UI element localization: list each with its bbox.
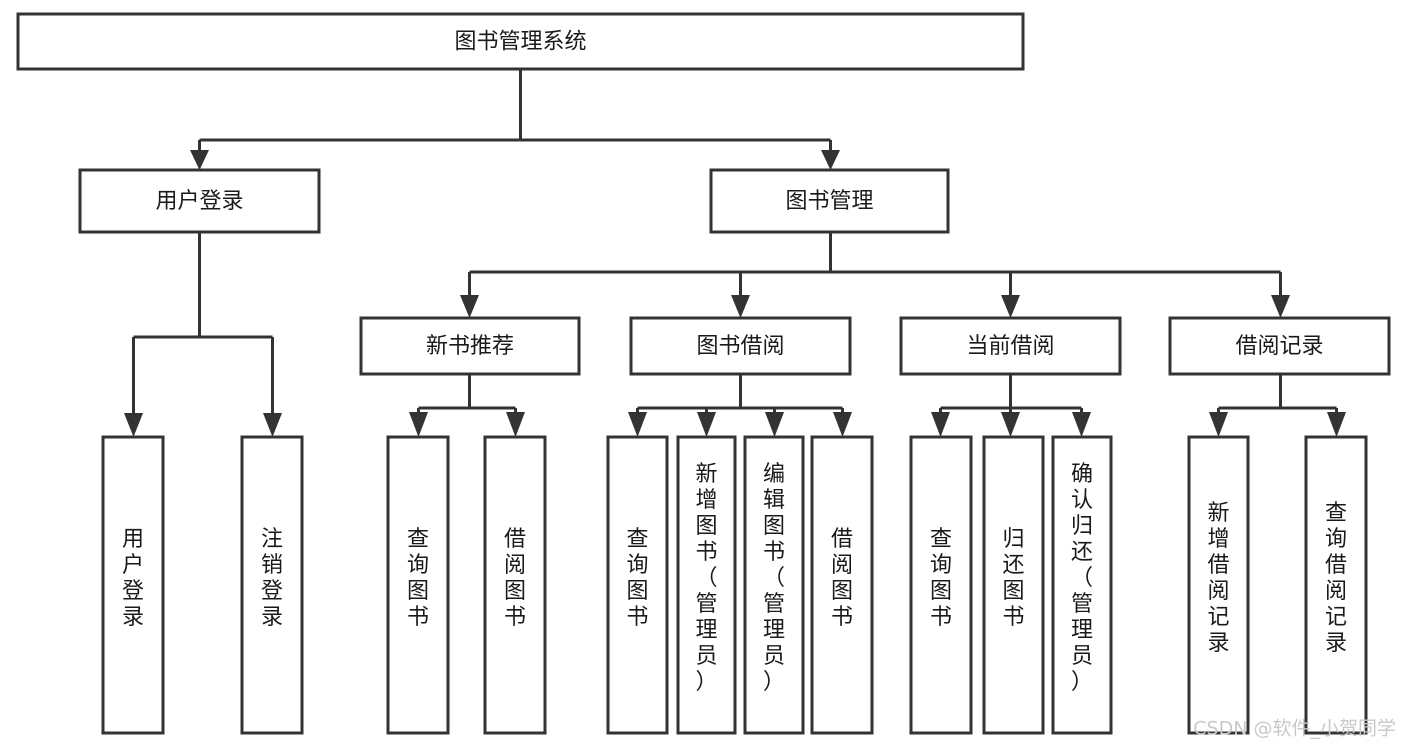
node-box-user-login[interactable]	[78, 168, 321, 234]
node-box-leaf-confirm-return[interactable]	[1051, 435, 1113, 735]
node-label-leaf-return-book: 归还图书	[1002, 527, 1024, 630]
node-box-leaf-logout[interactable]	[240, 435, 304, 735]
arrow-head-record	[1271, 295, 1290, 318]
arrow-head-borrow-book-2	[833, 412, 852, 437]
node-leaf-query-book-1[interactable]: 查询图书	[386, 435, 450, 735]
connector-layer	[124, 69, 1346, 437]
node-leaf-add-book[interactable]: 新增图书（管理员）	[676, 435, 737, 735]
node-leaf-query-book-2[interactable]: 查询图书	[606, 435, 669, 735]
arrow-head-query-book-1	[409, 412, 428, 437]
arrow-head-query-book-3	[931, 412, 950, 437]
node-leaf-add-record[interactable]: 新增借阅记录	[1187, 435, 1250, 735]
node-label-book-manage: 图书管理	[785, 189, 873, 214]
node-book-borrow[interactable]: 图书借阅	[629, 316, 852, 376]
node-label-leaf-query-book-2: 查询图书	[626, 527, 648, 630]
arrow-head-newbook	[460, 295, 479, 318]
node-label-user-login: 用户登录	[155, 189, 243, 214]
node-leaf-query-book-3[interactable]: 查询图书	[909, 435, 973, 735]
arrow-head-leaf-user-login	[124, 413, 143, 437]
node-box-leaf-return-book[interactable]	[982, 435, 1045, 735]
node-box-leaf-borrow-book-1[interactable]	[483, 435, 547, 735]
node-leaf-borrow-book-1[interactable]: 借阅图书	[483, 435, 547, 735]
arrow-head-confirm-return	[1072, 412, 1091, 437]
node-user-login[interactable]: 用户登录	[78, 168, 321, 234]
node-leaf-borrow-book-2[interactable]: 借阅图书	[810, 435, 874, 735]
arrow-head-add-record	[1209, 412, 1228, 437]
arrow-head-borrow-book-1	[506, 412, 525, 437]
node-box-root[interactable]	[16, 12, 1025, 71]
node-label-root: 图书管理系统	[454, 30, 586, 55]
node-label-leaf-logout: 注销登录	[261, 527, 283, 630]
node-borrow-record[interactable]: 借阅记录	[1168, 316, 1391, 376]
node-label-leaf-query-book-3: 查询图书	[930, 527, 952, 630]
arrow-head-current	[1001, 295, 1020, 318]
watermark-label: CSDN @软件_小贺同学	[1193, 718, 1396, 740]
arrow-head-query-record	[1327, 412, 1346, 437]
node-leaf-confirm-return[interactable]: 确认归还（管理员）	[1051, 435, 1113, 735]
node-box-leaf-user-login[interactable]	[101, 435, 165, 735]
arrow-head-book-manage	[821, 150, 840, 170]
node-leaf-return-book[interactable]: 归还图书	[982, 435, 1045, 735]
node-box-leaf-add-record[interactable]	[1187, 435, 1250, 735]
node-label-leaf-borrow-book-2: 借阅图书	[831, 527, 853, 630]
node-box-book-borrow[interactable]	[629, 316, 852, 376]
arrow-head-user-login	[190, 150, 209, 170]
node-box-leaf-edit-book[interactable]	[743, 435, 805, 735]
node-label-leaf-borrow-book-1: 借阅图书	[504, 527, 526, 630]
node-leaf-edit-book[interactable]: 编辑图书（管理员）	[743, 435, 805, 735]
node-box-leaf-borrow-book-2[interactable]	[810, 435, 874, 735]
node-box-leaf-query-book-1[interactable]	[386, 435, 450, 735]
node-label-new-book-rec: 新书推荐	[426, 334, 514, 359]
node-label-leaf-add-record: 新增借阅记录	[1207, 501, 1229, 656]
node-label-leaf-add-book: 新增图书（管理员）	[695, 462, 717, 695]
node-label-current-borrow: 当前借阅	[966, 334, 1054, 359]
node-label-leaf-query-book-1: 查询图书	[407, 527, 429, 630]
node-box-leaf-query-book-2[interactable]	[606, 435, 669, 735]
node-box-borrow-record[interactable]	[1168, 316, 1391, 376]
node-new-book-rec[interactable]: 新书推荐	[359, 316, 581, 376]
node-layer: 图书管理系统用户登录图书管理新书推荐图书借阅当前借阅借阅记录用户登录注销登录查询…	[16, 12, 1391, 735]
node-box-book-manage[interactable]	[709, 168, 950, 234]
node-box-leaf-add-book[interactable]	[676, 435, 737, 735]
node-root[interactable]: 图书管理系统	[16, 12, 1025, 71]
node-label-borrow-record: 借阅记录	[1235, 334, 1323, 359]
node-box-leaf-query-book-3[interactable]	[909, 435, 973, 735]
node-book-manage[interactable]: 图书管理	[709, 168, 950, 234]
node-leaf-query-record[interactable]: 查询借阅记录	[1304, 435, 1368, 735]
node-current-borrow[interactable]: 当前借阅	[899, 316, 1122, 376]
node-label-book-borrow: 图书借阅	[696, 334, 784, 359]
node-box-current-borrow[interactable]	[899, 316, 1122, 376]
node-box-new-book-rec[interactable]	[359, 316, 581, 376]
arrow-head-add-book	[697, 412, 716, 437]
node-box-leaf-query-record[interactable]	[1304, 435, 1368, 735]
arrow-head-return-book	[1001, 412, 1020, 437]
node-label-leaf-user-login: 用户登录	[122, 527, 144, 630]
arrow-head-borrow	[731, 295, 750, 318]
arrow-head-query-book-2	[628, 412, 647, 437]
arrow-head-edit-book	[765, 412, 784, 437]
node-leaf-user-login[interactable]: 用户登录	[101, 435, 165, 735]
node-leaf-logout[interactable]: 注销登录	[240, 435, 304, 735]
node-label-leaf-edit-book: 编辑图书（管理员）	[763, 462, 785, 695]
arrow-head-leaf-logout	[263, 413, 282, 437]
node-label-leaf-confirm-return: 确认归还（管理员）	[1071, 462, 1093, 695]
node-label-leaf-query-record: 查询借阅记录	[1325, 501, 1347, 656]
